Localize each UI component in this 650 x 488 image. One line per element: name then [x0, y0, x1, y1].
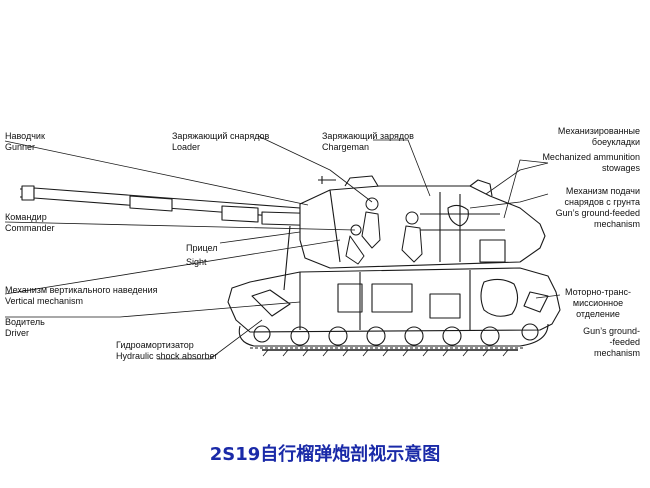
label-shock-absorber: Гидроамортизатор Hydraulic shock absorbe… — [116, 340, 218, 362]
label-shock-en: Hydraulic shock absorber — [116, 351, 218, 361]
label-engine-en-2: -feeded — [609, 337, 640, 347]
label-mech-stow-en-1: Mechanized ammunition — [542, 152, 640, 162]
diagram-caption: 2S19自行榴弹炮剖视示意图 — [209, 444, 441, 465]
label-gunner-ru: Наводчик — [5, 131, 45, 141]
label-sight-ru: Прицел — [186, 243, 218, 253]
track-running-gear — [238, 323, 549, 349]
label-sight: Прицел Sight — [186, 241, 218, 269]
label-commander: Командир Commander — [5, 212, 55, 234]
label-engine-en-3: mechanism — [593, 348, 640, 358]
label-chargeman: Заряжающий зарядов Chargeman — [322, 131, 414, 153]
turret — [299, 175, 546, 269]
label-engine-compartment: Моторно-транс- миссионное отделение — [556, 287, 640, 320]
label-loader-ru: Заряжающий снарядов — [172, 131, 270, 141]
label-chargeman-en: Chargeman — [322, 142, 370, 152]
label-engine-ru-3: отделение — [576, 309, 620, 319]
label-mech-stow-en-2: stowages — [601, 163, 640, 173]
label-engine-ru-2: миссионное — [572, 298, 624, 308]
hull — [227, 225, 561, 333]
label-ground-feed-ru-1: Механизм подачи — [565, 186, 640, 196]
label-commander-ru: Командир — [5, 212, 47, 222]
label-mech-stow-ru-2: боеукладки — [591, 137, 640, 147]
label-gunner: Наводчик Gunner — [5, 131, 45, 153]
label-engine-feed: Gun’s ground- -feeded mechanism — [583, 326, 640, 359]
label-gunner-en: Gunner — [5, 142, 36, 152]
label-vertical-en: Vertical mechanism — [5, 296, 84, 306]
label-vertical-mechanism: Механизм вертикального наведения Vertica… — [5, 285, 158, 307]
label-engine-ru-1: Моторно-транс- — [564, 287, 631, 297]
label-sight-en: Sight — [186, 257, 207, 267]
label-ground-feed-en-1: Gun’s ground-feeded — [555, 208, 640, 218]
label-commander-en: Commander — [5, 223, 55, 233]
label-driver-ru: Водитель — [5, 317, 45, 327]
gun-barrel — [20, 185, 331, 227]
label-mechanized-stowages: Механизированные боеукладки Mechanized a… — [542, 126, 640, 174]
label-ground-feed: Механизм подачи снарядов с грунта Gun’s … — [556, 186, 640, 230]
label-mech-stow-ru-1: Механизированные — [557, 126, 640, 136]
label-loader-en: Loader — [172, 142, 201, 152]
label-engine-en-1: Gun’s ground- — [583, 326, 640, 336]
ground-line — [262, 349, 518, 357]
label-chargeman-ru: Заряжающий зарядов — [322, 131, 414, 141]
label-ground-feed-en-2: mechanism — [593, 219, 640, 229]
label-driver-en: Driver — [5, 328, 29, 338]
label-shock-ru: Гидроамортизатор — [116, 340, 194, 350]
label-loader: Заряжающий снарядов Loader — [172, 131, 269, 153]
label-vertical-ru: Механизм вертикального наведения — [5, 285, 158, 295]
leader-lines — [4, 135, 561, 360]
label-ground-feed-ru-2: снарядов с грунта — [564, 197, 640, 207]
label-driver: Водитель Driver — [5, 317, 45, 339]
